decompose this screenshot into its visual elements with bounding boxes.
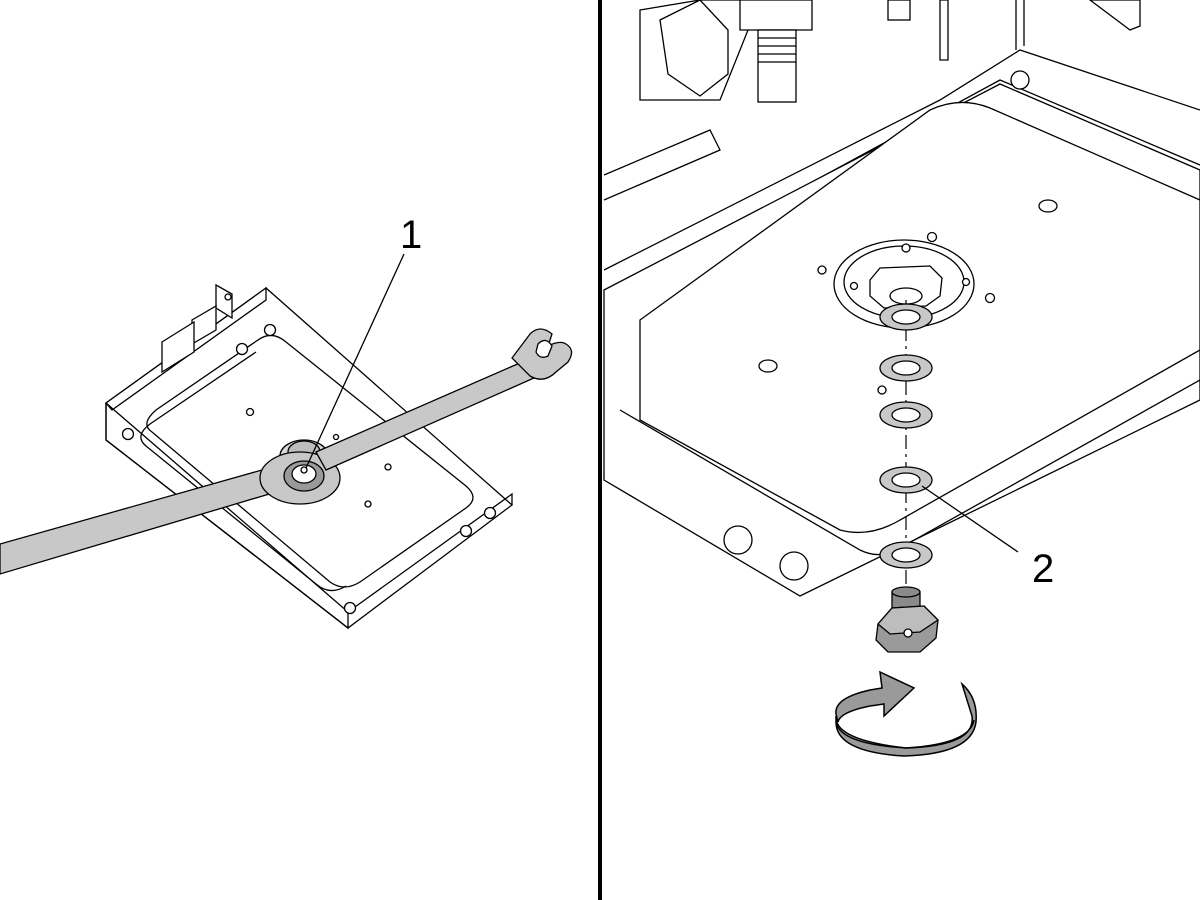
upper-machinery	[603, 0, 1200, 296]
ratchet-wrench-head	[259, 451, 341, 505]
bolt-hole	[1010, 70, 1030, 90]
left-panel	[0, 253, 573, 630]
small-hole	[384, 463, 392, 471]
small-hole	[332, 433, 340, 441]
callout-leader-2	[921, 485, 1019, 553]
bolt-hole	[459, 524, 473, 538]
callout-label-2: 2	[1032, 547, 1054, 591]
bolt-hole	[121, 427, 135, 441]
mounting-bracket	[161, 283, 233, 374]
fitting-port	[817, 231, 996, 329]
rotation-arrow-icon	[835, 670, 977, 757]
combination-wrench	[315, 328, 573, 471]
bolt-hole	[779, 551, 809, 581]
bolt-hole	[343, 601, 357, 615]
bolt-hole	[235, 342, 249, 356]
small-hole	[758, 359, 778, 373]
small-hole	[1038, 199, 1058, 213]
bolt-hole	[483, 506, 497, 520]
small-hole	[364, 500, 372, 508]
right-panel	[603, 0, 1200, 653]
bolt-hole	[263, 323, 277, 337]
bolt-hole	[723, 525, 753, 555]
callout-label-1: 1	[400, 213, 422, 257]
callout-leader-1	[305, 253, 405, 469]
drain-plug	[875, 586, 940, 653]
washer-stack	[877, 303, 933, 569]
small-hole	[245, 407, 255, 417]
